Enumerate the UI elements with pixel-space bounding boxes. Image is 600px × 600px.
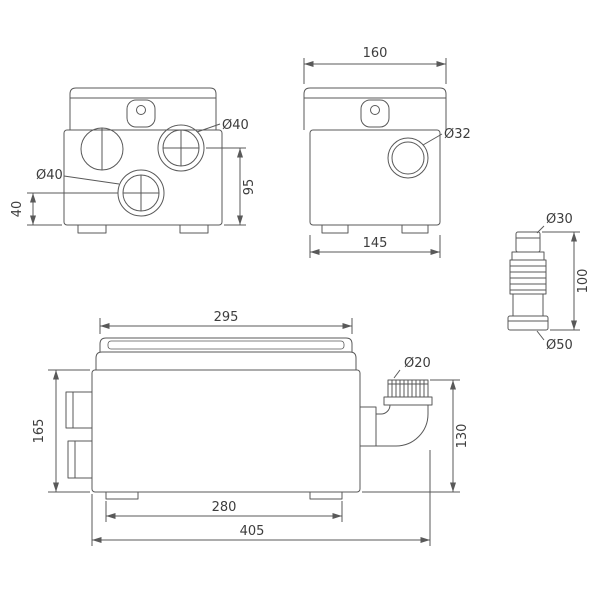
adapter-collar xyxy=(511,251,545,261)
dim-130-label: 130 xyxy=(455,424,470,449)
leader-adapter-top xyxy=(536,225,545,234)
side-lid xyxy=(303,87,447,130)
dim-40-label: 40 xyxy=(10,201,25,218)
front-lid xyxy=(69,87,217,130)
dim-295-label: 295 xyxy=(214,310,239,325)
front-view-dimensions: Ø40 Ø40 95 40 xyxy=(10,118,257,226)
dim-280-label: 280 xyxy=(212,500,237,515)
leader-port-side xyxy=(422,133,443,146)
main-view: 295 Ø20 165 130 280 405 xyxy=(32,310,470,546)
front-inlet-port-bottom xyxy=(117,169,165,217)
outlet-elbow xyxy=(376,396,433,447)
leader-inlet-top xyxy=(196,123,221,133)
front-latch xyxy=(126,99,156,128)
label-inlet-front-diameter: Ø40 xyxy=(36,168,63,183)
main-inlet-stub-upper xyxy=(65,391,93,429)
adapter-view: Ø30 100 Ø50 xyxy=(507,212,591,353)
side-foot-right xyxy=(401,224,429,234)
label-port-side-diameter: Ø32 xyxy=(444,127,471,142)
adapter-dimensions: Ø30 100 Ø50 xyxy=(536,212,591,353)
main-view-dimensions: 295 Ø20 165 130 280 405 xyxy=(32,310,470,546)
label-inlet-top-diameter: Ø40 xyxy=(222,118,249,133)
label-outlet-diameter: Ø20 xyxy=(404,356,431,371)
front-foot-left xyxy=(77,224,107,234)
side-view-geometry xyxy=(303,87,447,234)
label-adapter-top-diameter: Ø30 xyxy=(546,212,573,227)
side-foot-left xyxy=(321,224,349,234)
adapter-ribbed-section xyxy=(509,259,547,295)
main-foot-right xyxy=(309,491,343,500)
dim-95-label: 95 xyxy=(242,179,257,196)
front-body xyxy=(63,129,223,226)
adapter-geometry xyxy=(507,231,549,331)
dim-145-label: 145 xyxy=(363,236,388,251)
adapter-flange xyxy=(507,315,549,331)
main-body xyxy=(91,369,361,493)
leader-outlet xyxy=(393,369,401,379)
main-top-plate-inset xyxy=(107,340,345,350)
leader-adapter-bottom xyxy=(536,330,545,341)
side-port xyxy=(387,137,429,179)
adapter-lower-body xyxy=(512,293,544,317)
front-pump-cap xyxy=(80,127,124,171)
side-latch xyxy=(360,99,390,128)
main-foot-left xyxy=(105,491,139,500)
front-view: Ø40 Ø40 95 40 xyxy=(10,87,257,234)
dim-100-label: 100 xyxy=(576,269,591,294)
main-lid xyxy=(95,351,357,370)
main-inlet-stub-lower xyxy=(67,440,93,479)
front-foot-right xyxy=(179,224,209,234)
label-adapter-bottom-diameter: Ø50 xyxy=(546,338,573,353)
dim-405-label: 405 xyxy=(240,524,265,539)
front-view-geometry xyxy=(63,87,223,234)
outlet-threaded-fitting xyxy=(387,379,429,398)
leader-inlet-front xyxy=(63,175,120,185)
adapter-top-tube xyxy=(515,231,541,253)
main-top-plate xyxy=(99,337,353,352)
front-inlet-port-top xyxy=(157,124,205,172)
dim-165-label: 165 xyxy=(32,419,47,444)
main-view-geometry xyxy=(65,337,433,500)
side-view-dimensions: 160 Ø32 145 xyxy=(303,46,471,258)
side-body xyxy=(309,129,441,226)
side-view: 160 Ø32 145 xyxy=(303,46,471,258)
outlet-step xyxy=(359,406,377,447)
dim-160-label: 160 xyxy=(363,46,388,61)
